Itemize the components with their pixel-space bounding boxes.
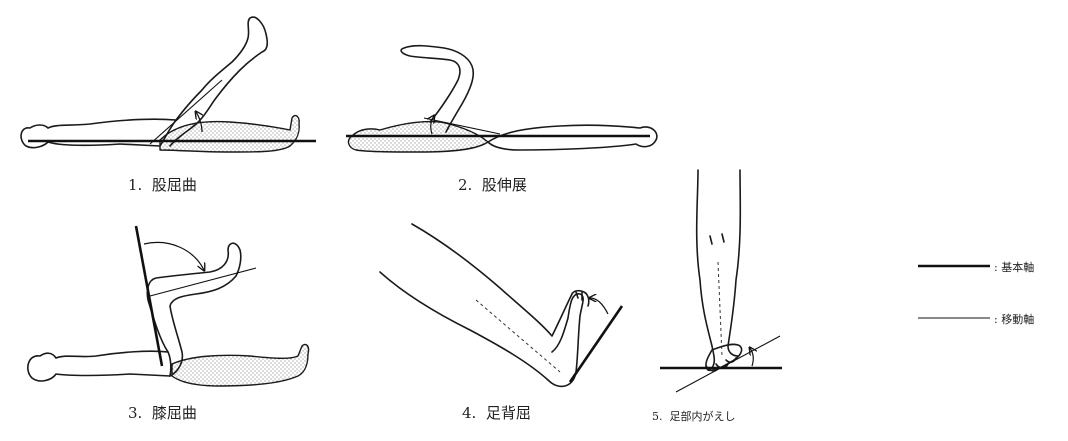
figure-2-label: 股伸展 [481,176,527,194]
figure-5-angle-arrow [750,348,753,367]
figure-4-caption: 4. 足背屈 [462,402,531,423]
figure-1-number: 1. [128,176,143,194]
figure-4-basic-axis [568,305,624,383]
figure-3-body-outline [27,350,172,382]
figure-3-moving-axis [149,267,257,297]
figure-3-rest-leg-shade [171,343,310,387]
figure-5-knee-marks [709,233,725,245]
figure-5-number: 5. [652,410,663,423]
figure-1-angle-arrow [196,112,202,133]
figure-2-caption: 2. 股伸展 [458,174,527,195]
legend [918,264,990,319]
figure-3-basic-axis [134,225,164,367]
figure-3-bent-leg [146,242,242,377]
figure-5-caption: 5. 足部内がえし [652,408,736,424]
figure-1-hip-flexion [20,16,316,153]
figure-3-label: 膝屈曲 [151,404,197,422]
figure-2-number: 2. [458,176,473,194]
figure-4-toes [571,289,590,307]
figure-4-moving-axis [475,299,561,373]
figure-5-leg-midline [717,261,723,357]
figure-1-body-outline [20,118,177,149]
legend-basic-axis-label: : 基本軸 [994,261,1035,274]
figure-1-raised-leg [169,16,268,147]
figure-4-ankle-dorsiflexion [379,223,624,388]
figure-3-knee-flexion [27,225,310,387]
figure-5-foot-inversion [660,169,782,393]
figure-3-caption: 3. 膝屈曲 [128,402,197,423]
figure-3-number: 3. [128,404,143,422]
figure-2-angle-arrow [431,116,434,135]
legend-moving-axis-label: : 移動軸 [994,313,1035,326]
figure-2-body-outline [487,124,658,151]
figure-4-number: 4. [462,404,477,422]
figure-1-caption: 1. 股屈曲 [128,174,197,195]
figure-5-moving-axis [675,335,781,393]
figure-4-leg-outline [379,271,584,388]
figure-4-angle-arrow [590,298,609,315]
figure-4-label: 足背屈 [485,404,531,422]
figure-3-angle-arrow [143,241,204,270]
figure-4-shin-outline [411,223,573,337]
figure-1-moving-axis [149,79,223,145]
figure-5-label: 足部内がえし [669,410,736,423]
figure-1-rest-leg-shade [159,114,300,153]
figure-2-moving-axis [423,117,501,135]
figure-5-leg-outline [695,169,742,369]
figure-1-label: 股屈曲 [151,176,197,194]
figure-2-hip-extension [346,44,658,153]
figure-2-raised-leg [400,44,475,133]
